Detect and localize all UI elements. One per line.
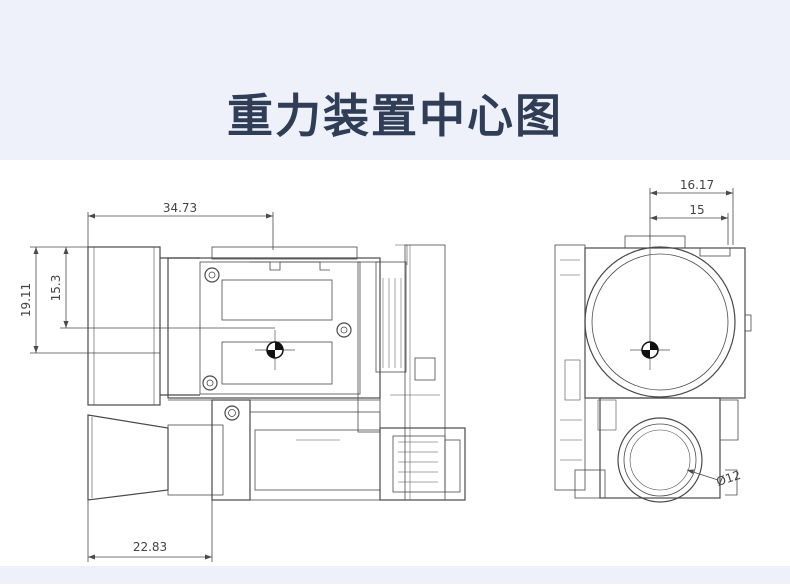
side-view (554, 188, 752, 503)
front-view (30, 212, 466, 562)
cog-symbol-front (266, 341, 284, 359)
header-band (0, 0, 790, 160)
dim-front-height-outer: 19.11 (19, 283, 33, 317)
footer-band (0, 566, 790, 584)
dim-side-lens-diameter: Ø12 (715, 468, 743, 489)
dim-front-bottom-width: 22.83 (133, 540, 167, 554)
dim-front-top-width: 34.73 (163, 201, 197, 215)
drawing-svg: 34.73 22.83 19.11 15.3 16.17 15 Ø12 (19, 178, 752, 562)
center-lines (255, 235, 670, 370)
page-title: 重力装置中心图 (227, 89, 563, 143)
dim-side-top-outer: 16.17 (680, 178, 714, 192)
cog-symbol-side (641, 341, 659, 359)
technical-drawing: 34.73 22.83 19.11 15.3 16.17 15 Ø12 (0, 160, 790, 584)
dim-side-top-inner: 15 (689, 203, 704, 217)
dim-front-height-inner: 15.3 (49, 275, 63, 302)
